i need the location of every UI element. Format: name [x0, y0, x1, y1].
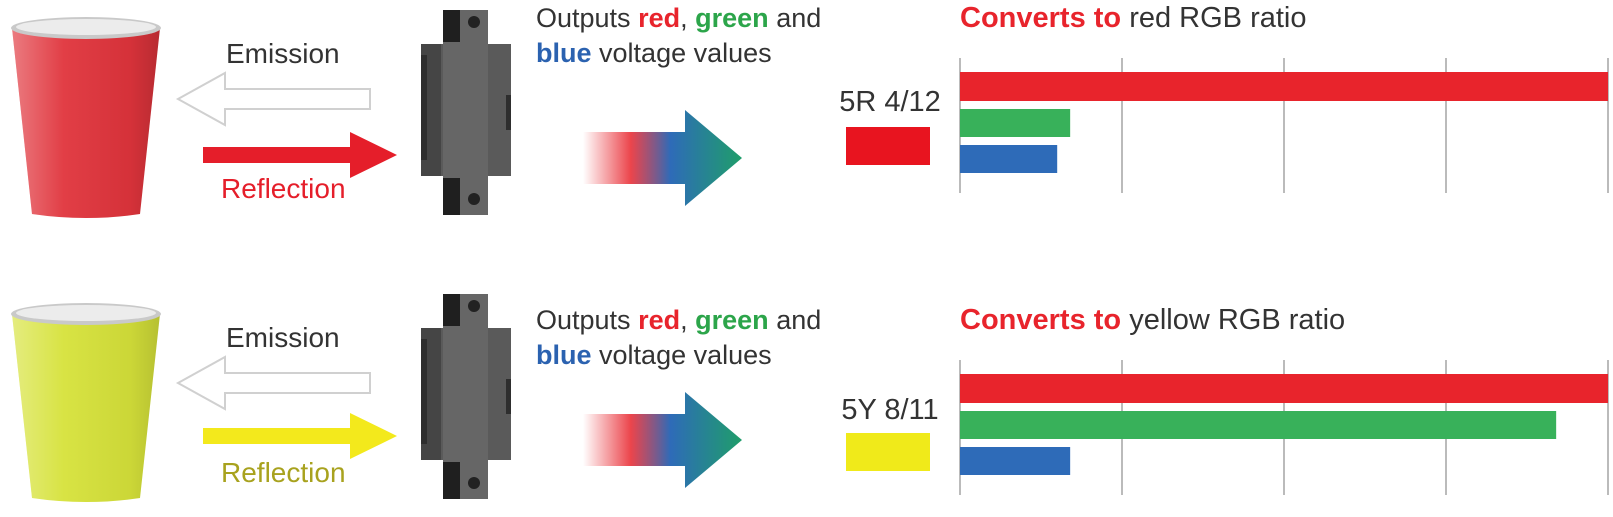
- color-swatch: [846, 127, 930, 165]
- outputs-text: Outputs red, green and blue voltage valu…: [536, 305, 822, 370]
- row-yellow: Emission Reflection Outputs red, green a…: [0, 258, 1613, 516]
- bar-g: [960, 109, 1071, 137]
- bar-b: [960, 447, 1071, 475]
- scene-red: [11, 10, 742, 218]
- reflection-arrow-icon: [203, 413, 397, 459]
- emission-label: Emission: [226, 322, 340, 353]
- reflection-label: Reflection: [221, 173, 346, 204]
- cup-icon: [11, 17, 161, 218]
- bar-g: [960, 411, 1557, 439]
- reflection-label: Reflection: [221, 457, 346, 488]
- sensor-icon: [421, 10, 511, 215]
- outputs-text: Outputs red, green and blue voltage valu…: [536, 3, 822, 68]
- reflection-arrow-icon: [203, 132, 397, 178]
- emission-label: Emission: [226, 38, 340, 69]
- cup-icon: [11, 303, 161, 502]
- color-swatch: [846, 433, 930, 471]
- signal-arrow-icon: [583, 110, 742, 206]
- signal-arrow-icon: [583, 392, 742, 488]
- munsell-label: 5R 4/12: [839, 86, 941, 118]
- rgb-chart-yellow: [959, 360, 1609, 495]
- row-red: Emission Reflection Outputs red, green a…: [0, 0, 1613, 258]
- sensor-icon: [421, 294, 511, 499]
- bar-r: [960, 72, 1608, 101]
- munsell-label: 5Y 8/11: [841, 394, 939, 426]
- rgb-chart-red: [959, 58, 1609, 193]
- bar-r: [960, 374, 1608, 403]
- scene-yellow: [11, 294, 742, 502]
- emission-arrow-icon: [175, 71, 371, 127]
- emission-arrow-icon: [175, 355, 371, 411]
- converts-heading: Converts to red RGB ratio: [960, 2, 1307, 34]
- converts-heading: Converts to yellow RGB ratio: [960, 304, 1346, 336]
- bar-b: [960, 145, 1058, 173]
